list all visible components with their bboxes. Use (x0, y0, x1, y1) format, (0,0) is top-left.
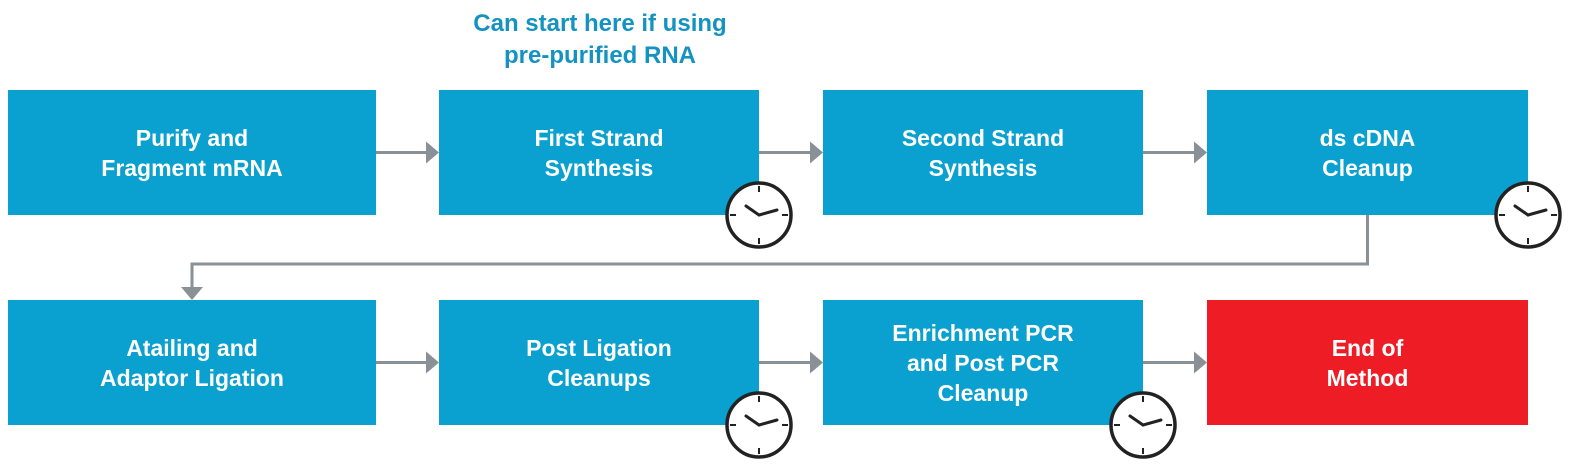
clock-hand-hour (744, 204, 761, 217)
clock-icon (725, 391, 793, 459)
clock-icon (1109, 391, 1177, 459)
step-label-line: Adaptor Ligation (100, 364, 284, 391)
step-label-line: Synthesis (928, 154, 1038, 181)
step-label-line: Synthesis (544, 154, 654, 181)
step-label-line: First Strand (534, 124, 664, 151)
arrow-head (810, 141, 823, 164)
arrow-head (426, 351, 439, 374)
clock-hand-hour (1513, 204, 1530, 217)
connector-post-ligation-to-enrichment-pcr (759, 351, 823, 374)
step-label-line: End of (1331, 334, 1404, 361)
arrow-head (426, 141, 439, 164)
step-label-line: Cleanups (547, 364, 651, 391)
clock-hand-hour (1128, 414, 1145, 427)
step-label-line: Fragment mRNA (101, 154, 283, 181)
clock-icon (725, 181, 793, 249)
connector-enrichment-pcr-to-end-of-method (1143, 351, 1207, 374)
start-note-line-2: pre-purified RNA (504, 42, 696, 69)
step-label-line: Atailing and (126, 334, 258, 361)
connector-second-strand-to-ds-cdna-cleanup (1143, 141, 1207, 164)
clock-icon (1494, 181, 1562, 249)
connector-ds-cdna-cleanup-to-atailing-adaptor (181, 215, 1369, 300)
clock-hand-minute (1141, 418, 1163, 427)
clock-hand-hour (744, 414, 761, 427)
connector-atailing-adaptor-to-post-ligation (376, 351, 439, 374)
step-label-line: Post Ligation (526, 334, 672, 361)
step-label-line: Purify and (135, 124, 249, 151)
step-label-line: Enrichment PCR (892, 319, 1074, 346)
step-label-line: Second Strand (901, 124, 1065, 151)
arrow-head (1194, 351, 1207, 374)
connector-purify-fragment-to-first-strand (376, 141, 439, 164)
arrow-head (181, 287, 203, 300)
step-end-of-method: End of Method (1207, 300, 1528, 425)
step-label-line: ds cDNA (1319, 124, 1416, 151)
step-label-line: Cleanup (1322, 154, 1413, 181)
start-note: Can start here if using pre-purified RNA (430, 8, 770, 72)
connector-first-strand-to-second-strand (759, 141, 823, 164)
arrow-line (190, 215, 1369, 288)
clock-hand-minute (1526, 208, 1548, 217)
clock-hand-minute (757, 418, 779, 427)
clock-hand-minute (757, 208, 779, 217)
step-ds-cdna-cleanup: ds cDNA Cleanup (1207, 90, 1528, 215)
arrow-head (1194, 141, 1207, 164)
step-enrichment-pcr: Enrichment PCR and Post PCR Cleanup (823, 300, 1143, 425)
arrow-head (810, 351, 823, 374)
step-label-line: and Post PCR (906, 349, 1060, 376)
step-label-line: Method (1326, 364, 1409, 391)
start-note-line-1: Can start here if using (473, 10, 727, 37)
step-label-line: Cleanup (937, 379, 1029, 406)
